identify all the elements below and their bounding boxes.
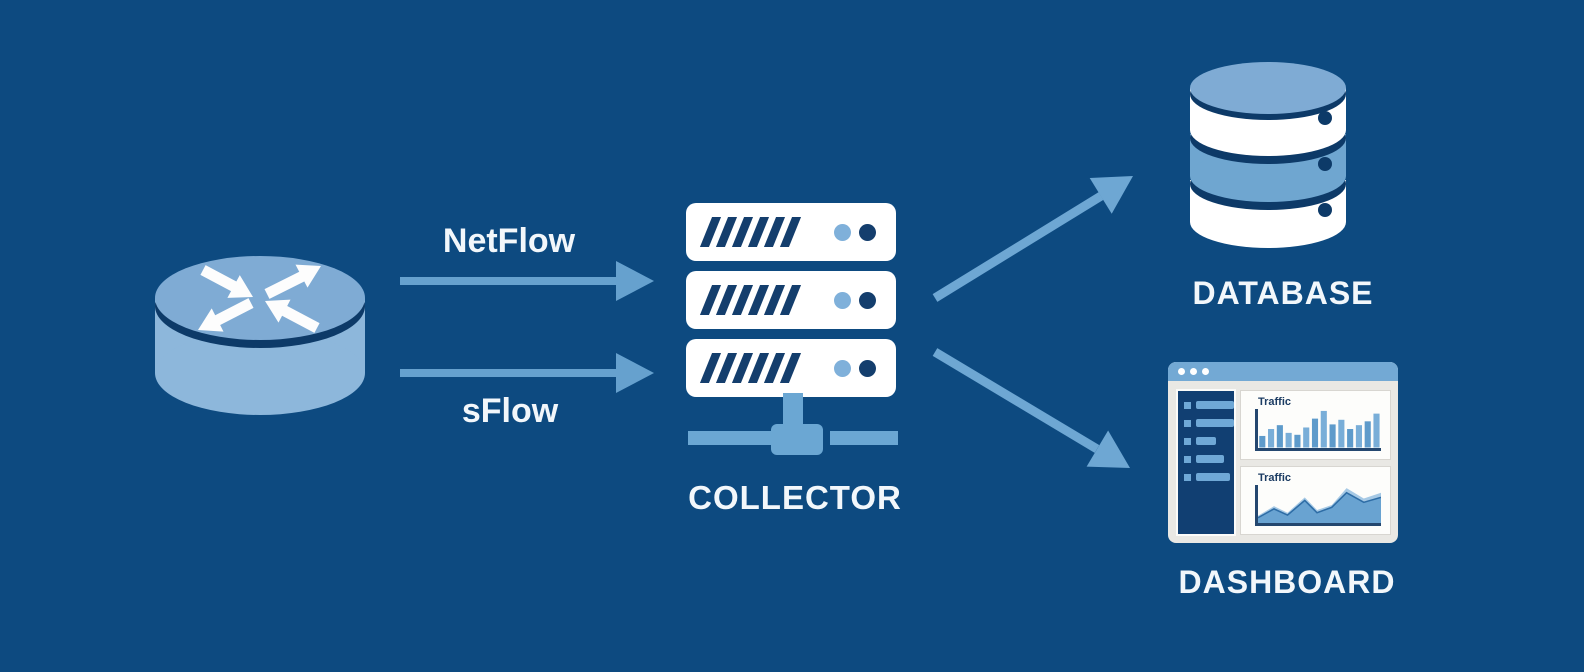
area-chart-title: Traffic <box>1258 471 1292 484</box>
server-leds-icon <box>834 223 876 241</box>
sidebar-item <box>1184 455 1234 463</box>
sidebar-item <box>1184 437 1234 445</box>
sflow-label: sFlow <box>461 392 559 430</box>
traffic-area-chart <box>1255 484 1381 526</box>
window-controls-icon <box>1178 368 1209 375</box>
server-unit <box>686 203 896 261</box>
bar-chart-title: Traffic <box>1258 396 1292 408</box>
dashboard-titlebar <box>1168 362 1398 381</box>
server-vents-icon <box>699 217 802 247</box>
server-vents-icon <box>699 285 802 315</box>
sflow-arrow <box>400 353 654 393</box>
database-label: DATABASE <box>1192 275 1374 311</box>
server-leds-icon <box>834 359 876 377</box>
server-unit <box>686 339 896 397</box>
server-vents-icon <box>699 353 802 383</box>
traffic-bar-chart <box>1255 409 1381 451</box>
traffic-area-card: Traffic <box>1241 466 1390 534</box>
dashboard-label: DASHBOARD <box>1178 564 1396 600</box>
netflow-label: NetFlow <box>442 222 576 260</box>
sidebar-item <box>1184 473 1234 481</box>
router-arrows-icon <box>198 264 321 333</box>
arrow-to-database <box>932 176 1133 302</box>
sidebar-item <box>1184 401 1234 409</box>
traffic-bar-card: Traffic <box>1241 391 1390 459</box>
server-unit <box>686 271 896 329</box>
netflow-arrow <box>400 261 654 301</box>
router-icon <box>155 256 365 415</box>
database-icon <box>1190 62 1346 248</box>
arrow-to-dashboard <box>932 348 1130 468</box>
server-leds-icon <box>834 291 876 309</box>
sidebar-item <box>1184 419 1234 427</box>
dashboard-sidebar <box>1178 391 1234 534</box>
collector-label: COLLECTOR <box>688 479 902 516</box>
dashboard-window: Traffic Traffic <box>1168 362 1398 543</box>
